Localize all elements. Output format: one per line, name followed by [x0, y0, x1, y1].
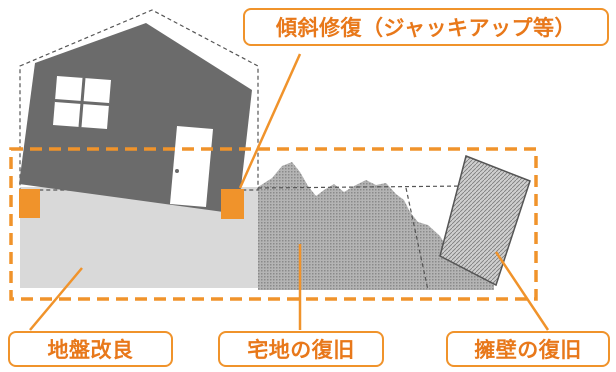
jack-block-left: [19, 189, 40, 218]
label-ground-improvement: 地盤改良: [8, 331, 173, 367]
house-window: [53, 76, 111, 129]
improved-ground-area: [20, 187, 258, 288]
label-retaining-wall-restoration: 擁壁の復旧: [446, 331, 610, 367]
leader-line-tilt: [238, 53, 302, 189]
leader-line-wall: [494, 251, 550, 331]
work-area-frame: [9, 147, 538, 301]
original-house-outline: [19, 9, 259, 191]
label-residential-land-restoration: 宅地の復旧: [218, 331, 384, 367]
retaining-wall: [439, 154, 531, 287]
jack-block-right: [221, 189, 244, 219]
original-land-outline: [257, 185, 469, 291]
house-door: [170, 126, 213, 207]
label-tilt-correction: 傾斜修復（ジャッキアップ等）: [243, 8, 609, 46]
residential-land-soil: [258, 162, 494, 290]
leader-line-ground: [29, 267, 83, 331]
